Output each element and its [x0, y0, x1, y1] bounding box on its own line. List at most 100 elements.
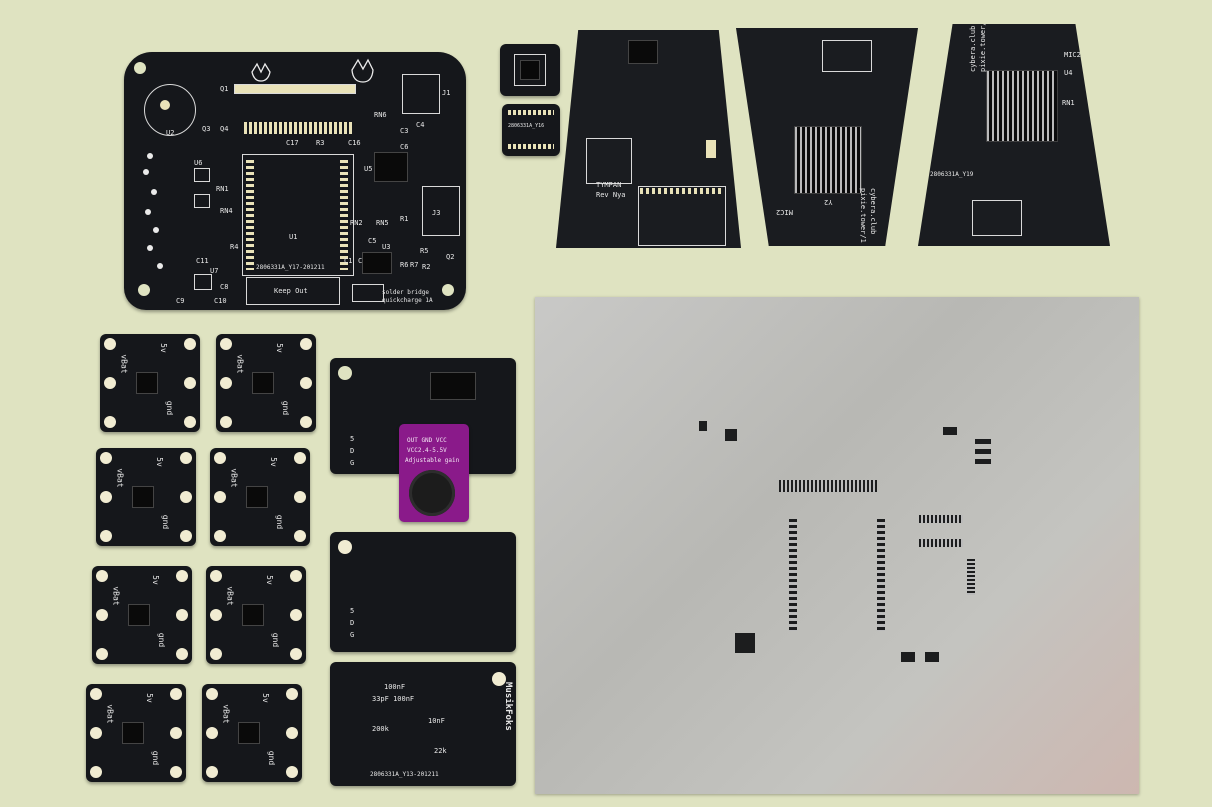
- pixie-right-line1: cybera.club: [969, 25, 977, 72]
- tympan-line1: TYMPAN: [596, 181, 622, 189]
- ic-chip: [374, 152, 408, 182]
- label-j1: J1: [442, 89, 451, 97]
- pad: [100, 491, 112, 503]
- label-r5: R5: [420, 247, 429, 255]
- pad: [100, 452, 112, 464]
- module-pads-left: [246, 160, 254, 270]
- pad: [184, 377, 196, 389]
- label-q3: Q3: [202, 125, 211, 133]
- label-rn6: RN6: [374, 111, 387, 119]
- res-22k: 22k: [434, 747, 447, 755]
- pad: [214, 452, 226, 464]
- pad: [176, 570, 188, 582]
- main-pcb: Keep Out 2806331A_Y17-201211 solder brid…: [124, 52, 466, 310]
- pad: [220, 338, 232, 350]
- pad: [210, 648, 222, 660]
- stencil-aperture: [967, 559, 975, 595]
- label-5v: 5v: [150, 575, 160, 585]
- ic-chip: [122, 722, 144, 744]
- ic-chip: [128, 604, 150, 626]
- label-gnd: gnd: [165, 400, 175, 416]
- ic-chip: [252, 372, 274, 394]
- pad: [294, 452, 306, 464]
- pin-d: D: [350, 619, 355, 627]
- pad: [96, 648, 108, 660]
- ic-chip: [242, 604, 264, 626]
- mount-hole: [442, 284, 454, 296]
- label-rn4: RN4: [220, 207, 233, 215]
- mic-line1: OUT GND VCC: [407, 437, 447, 444]
- microphone-icon: [409, 470, 455, 516]
- usb-outline: [352, 284, 384, 302]
- label-gnd: gnd: [157, 632, 167, 648]
- stencil-aperture: [919, 515, 963, 523]
- label-c10: C10: [214, 297, 227, 305]
- qfn-chip: [520, 60, 540, 80]
- pad: [210, 570, 222, 582]
- module-outline: [638, 186, 726, 246]
- keepout-box: [246, 277, 340, 305]
- musikfoks-version: 2806331A_Y13-201211: [370, 771, 439, 778]
- note-line2: quickcharge 1A: [382, 297, 433, 304]
- pixie-mid-y: Y2: [824, 198, 833, 206]
- pixie-mid-line1: cybera.club: [869, 188, 877, 235]
- connector-outline: [402, 74, 440, 114]
- pad: [170, 766, 182, 778]
- label-j3: J3: [432, 209, 441, 217]
- res-200k: 200k: [372, 725, 389, 733]
- pad: [104, 416, 116, 428]
- mount-hole: [134, 62, 146, 74]
- pad-row: [508, 110, 554, 115]
- solder-stencil: [535, 297, 1139, 794]
- mic-line3: Adjustable gain: [405, 457, 460, 464]
- label-c8: C8: [220, 283, 229, 291]
- label-u3: U3: [382, 243, 391, 251]
- ic-chip: [238, 722, 260, 744]
- pad: [220, 416, 232, 428]
- pad: [96, 609, 108, 621]
- tympan-pcb: TYMPAN Rev Nya: [556, 30, 741, 248]
- ic-chip: [628, 40, 658, 64]
- label-vbat: vBat: [221, 704, 231, 724]
- label-vbat: vBat: [229, 468, 239, 488]
- pin-g: G: [350, 631, 355, 639]
- pad: [286, 727, 298, 739]
- pad: [206, 766, 218, 778]
- label-r6: R6: [400, 261, 409, 269]
- bga-chip: [794, 126, 862, 194]
- label-c4: C4: [416, 121, 425, 129]
- pad: [220, 377, 232, 389]
- breakout-pcb: 5v vBat gnd: [92, 566, 192, 664]
- label-vbat: vBat: [111, 586, 121, 606]
- pad: [214, 491, 226, 503]
- connector-outline: [422, 186, 460, 236]
- pad: [180, 530, 192, 542]
- pin-5: 5: [350, 607, 355, 615]
- edge-connector-outline: [234, 84, 356, 94]
- stencil-aperture: [901, 652, 915, 662]
- ic-chip: [246, 486, 268, 508]
- module-outline: [242, 154, 354, 276]
- musikfoks-board: 100nF 33pF 100nF 10nF 200k 22k 2806331A_…: [330, 662, 516, 786]
- label-5v: 5v: [144, 693, 154, 703]
- mic-module: OUT GND VCC VCC2.4-5.5V Adjustable gain: [399, 424, 469, 522]
- label-5v: 5v: [154, 457, 164, 467]
- ic-chip: [362, 252, 392, 274]
- label-c6: C6: [400, 143, 409, 151]
- pixie-right-version: 2806331A_Y19: [930, 171, 974, 178]
- label-u5: U5: [364, 165, 373, 173]
- pixie-right-u: U4: [1064, 69, 1073, 77]
- label-rn5: RN5: [376, 219, 389, 227]
- pad: [96, 570, 108, 582]
- label-u6: U6: [194, 159, 203, 167]
- label-r3: R3: [316, 139, 325, 147]
- pad: [184, 338, 196, 350]
- jack-pad: [706, 140, 716, 158]
- version-label: 2806331A_Y17-201211: [256, 264, 325, 271]
- stencil-aperture: [779, 480, 877, 492]
- mount-hole: [338, 366, 352, 380]
- label-q1: Q1: [220, 85, 229, 93]
- label-gnd: gnd: [281, 400, 291, 416]
- label-5v: 5v: [274, 343, 284, 353]
